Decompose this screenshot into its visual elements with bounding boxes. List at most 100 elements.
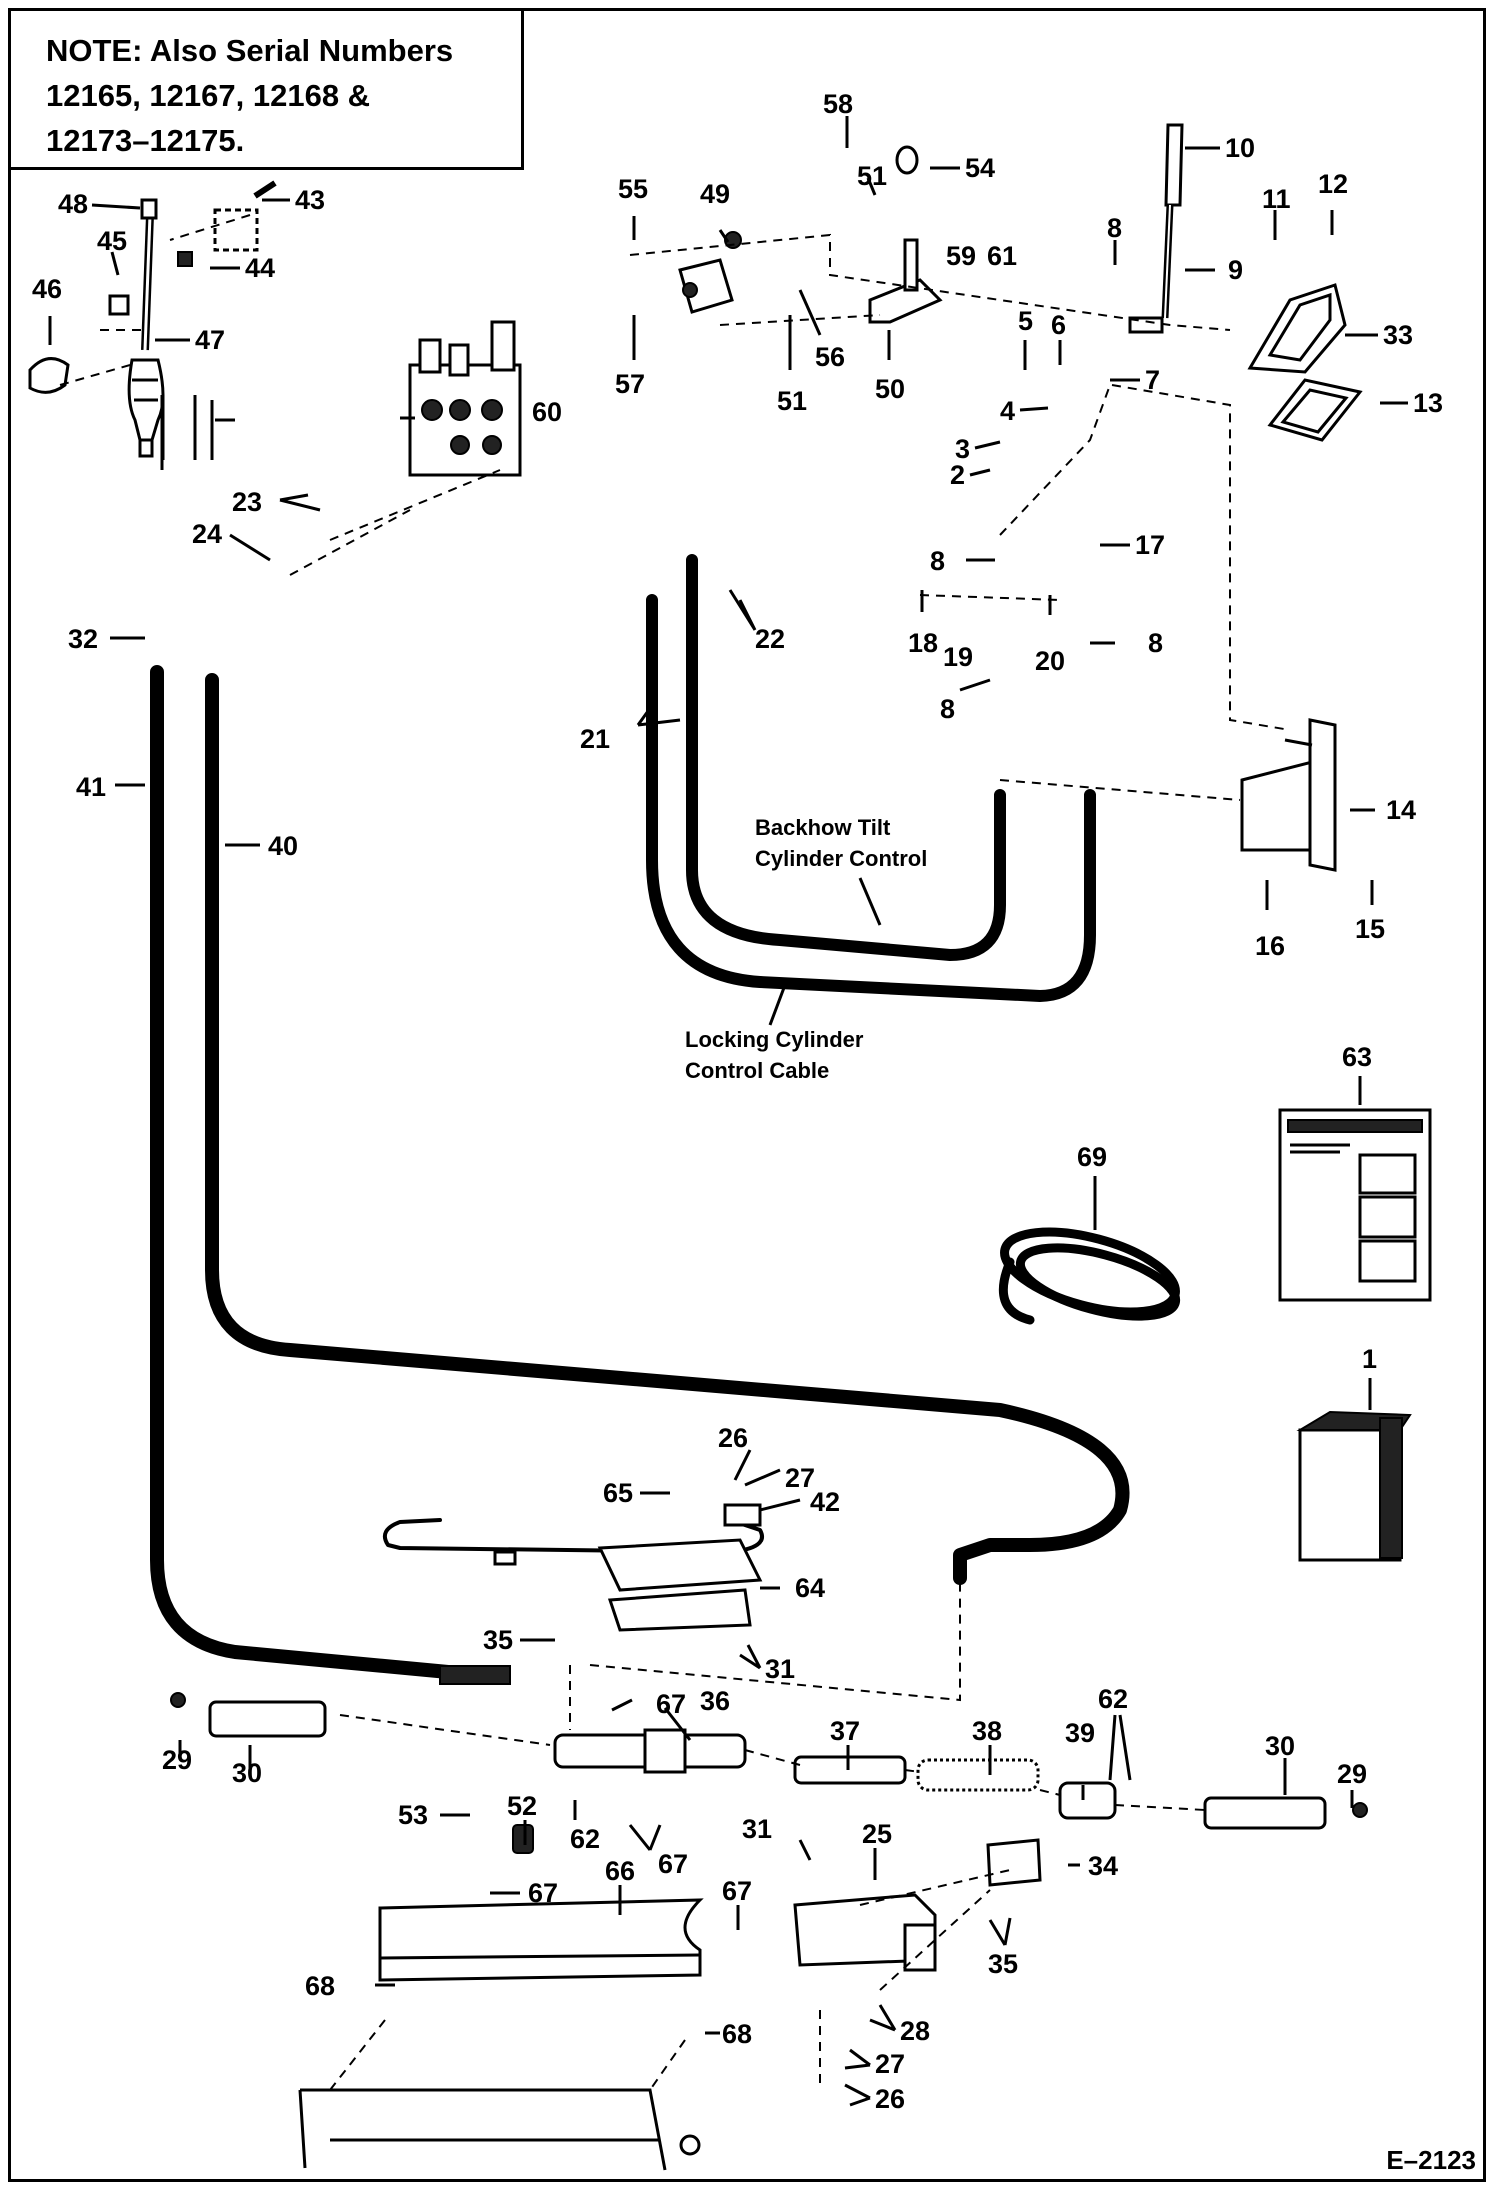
callout-35: 35 [483, 1625, 513, 1655]
callout-67b: 67 [658, 1849, 688, 1879]
callout-24: 24 [192, 519, 222, 549]
callout-53: 53 [398, 1800, 428, 1830]
callout-29: 29 [1337, 1759, 1367, 1789]
wire-harness-65 [383, 1518, 764, 1566]
callout-68: 68 [305, 1971, 335, 2001]
locking-cable-caption-1: Locking Cylinder [685, 1027, 864, 1052]
callout-51b: 51 [777, 386, 807, 416]
callout-59: 59 [946, 241, 976, 271]
callout-1: 1 [1362, 1344, 1377, 1374]
callout-38: 38 [972, 1716, 1002, 1746]
callout-16: 16 [1255, 931, 1285, 961]
callout-11: 11 [1262, 184, 1291, 214]
callout-55: 55 [618, 174, 648, 204]
callout-28: 28 [900, 2016, 930, 2046]
callout-7: 7 [1145, 365, 1160, 395]
plate-34 [986, 1838, 1042, 1887]
callout-21: 21 [580, 724, 610, 754]
callout-3: 3 [955, 434, 970, 464]
callout-44: 44 [245, 253, 275, 283]
control-valve-60 [400, 320, 522, 477]
frame-base [298, 2088, 701, 2171]
callout-8d: 8 [940, 694, 955, 724]
callout-14: 14 [1386, 795, 1416, 825]
callout-labels: 58 51 54 10 12 11 48 43 55 49 8 9 45 44 … [32, 89, 1443, 2114]
hose-40 [205, 673, 1130, 1585]
knob-46 [28, 357, 70, 394]
callout-36: 36 [700, 1686, 730, 1716]
callout-49: 49 [700, 179, 730, 209]
callout-20: 20 [1035, 646, 1065, 676]
callout-30: 30 [1265, 1731, 1295, 1761]
callout-6: 6 [1051, 310, 1066, 340]
locking-cylinder-control-cable [646, 594, 1096, 1002]
callout-56: 56 [815, 342, 845, 372]
callout-65: 65 [603, 1478, 633, 1508]
callout-18: 18 [908, 628, 938, 658]
callout-45: 45 [97, 226, 127, 256]
manual-63 [1278, 1108, 1432, 1302]
callout-15: 15 [1355, 914, 1385, 944]
callout-62: 62 [1098, 1684, 1128, 1714]
callout-17: 17 [1135, 530, 1165, 560]
small-parts-43-44-45 [108, 180, 277, 316]
callout-66: 66 [605, 1856, 635, 1886]
callout-39: 39 [1065, 1718, 1095, 1748]
callout-23: 23 [232, 487, 262, 517]
bracket-14 [1240, 718, 1337, 872]
hose-41 [150, 665, 487, 1682]
cable-captions: Backhow Tilt Cylinder Control Locking Cy… [685, 815, 927, 1083]
callout-37: 37 [830, 1716, 860, 1746]
callout-29b: 29 [162, 1745, 192, 1775]
callout-31b: 31 [742, 1814, 772, 1844]
callout-25: 25 [862, 1819, 892, 1849]
callout-42: 42 [810, 1487, 840, 1517]
assembly-lines [59, 214, 1291, 2091]
callout-8: 8 [1107, 213, 1122, 243]
callout-4: 4 [1000, 396, 1015, 426]
callout-61: 61 [987, 241, 1017, 271]
callout-26: 26 [718, 1423, 748, 1453]
callout-58: 58 [823, 89, 853, 119]
callout-35b: 35 [988, 1949, 1018, 1979]
callout-67: 67 [656, 1689, 686, 1719]
callout-46: 46 [32, 274, 62, 304]
callout-32: 32 [68, 624, 98, 654]
boot-33 [1247, 283, 1347, 374]
callout-8c: 8 [1148, 628, 1163, 658]
callout-33: 33 [1383, 320, 1413, 350]
callout-48: 48 [58, 189, 88, 219]
callout-41: 41 [76, 772, 106, 802]
control-handle-47 [127, 198, 165, 458]
callout-31: 31 [765, 1654, 795, 1684]
guard-66 [378, 1898, 704, 1982]
hose-69-coil [998, 1227, 1181, 1325]
box-1 [1296, 1410, 1412, 1562]
callout-19: 19 [943, 642, 973, 672]
callout-67c: 67 [528, 1878, 558, 1908]
callout-9: 9 [1228, 255, 1243, 285]
callout-50: 50 [875, 374, 905, 404]
callout-26b: 26 [875, 2084, 905, 2114]
serial-number-note: NOTE: Also Serial Numbers 12165, 12167, … [8, 8, 524, 170]
callout-5: 5 [1018, 306, 1033, 336]
spring-52 [512, 1824, 534, 1854]
note-line-1: NOTE: Also Serial Numbers [46, 33, 454, 68]
callout-69: 69 [1077, 1142, 1107, 1172]
callout-27: 27 [785, 1463, 815, 1493]
callout-64: 64 [795, 1573, 825, 1603]
callout-54: 54 [965, 153, 995, 183]
backhoe-tilt-cylinder-control-cable [686, 554, 1006, 961]
callout-10: 10 [1225, 133, 1255, 163]
callout-52: 52 [507, 1791, 537, 1821]
backhoe-tilt-caption-2: Cylinder Control [755, 846, 927, 871]
plate-25 [793, 1893, 937, 1972]
plate-13 [1267, 378, 1363, 442]
callout-67d: 67 [722, 1876, 752, 1906]
callout-13: 13 [1413, 388, 1443, 418]
callout-57: 57 [615, 369, 645, 399]
diagram-frame [8, 8, 1486, 2182]
callout-60: 60 [532, 397, 562, 427]
note-line-2: 12165, 12167, 12168 & [46, 78, 371, 113]
